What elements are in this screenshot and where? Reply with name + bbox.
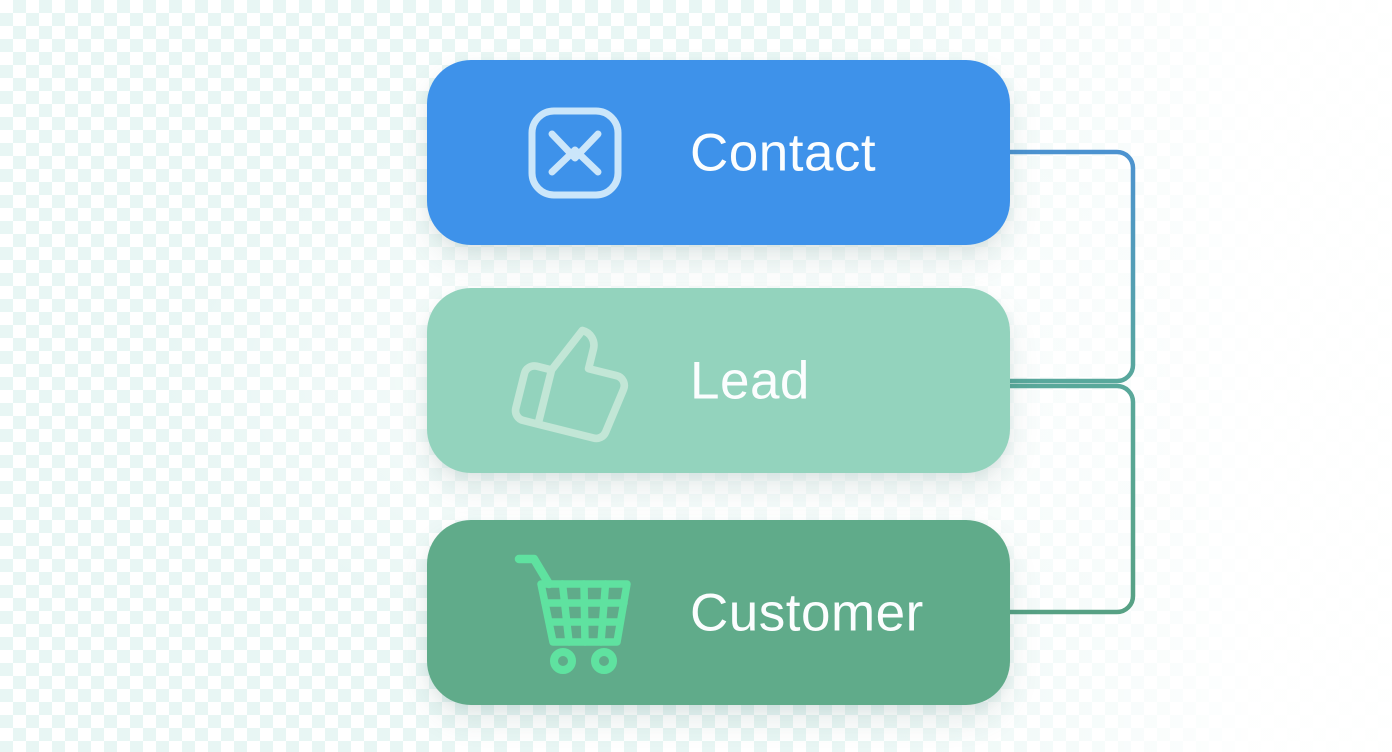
connector-contact-to-lead [1001, 149, 1136, 384]
stage-label-contact: Contact [690, 123, 877, 182]
stage-card-contact: Contact [427, 60, 1010, 245]
thumbs-up-icon [501, 307, 649, 455]
mail-icon [527, 106, 623, 200]
connector-lead-to-customer [1001, 383, 1136, 615]
stage-label-customer: Customer [690, 583, 924, 642]
stage-card-lead: Lead [427, 288, 1010, 473]
stage-label-lead: Lead [690, 351, 810, 410]
cart-icon [505, 544, 645, 682]
stage-card-customer: Customer [427, 520, 1010, 705]
